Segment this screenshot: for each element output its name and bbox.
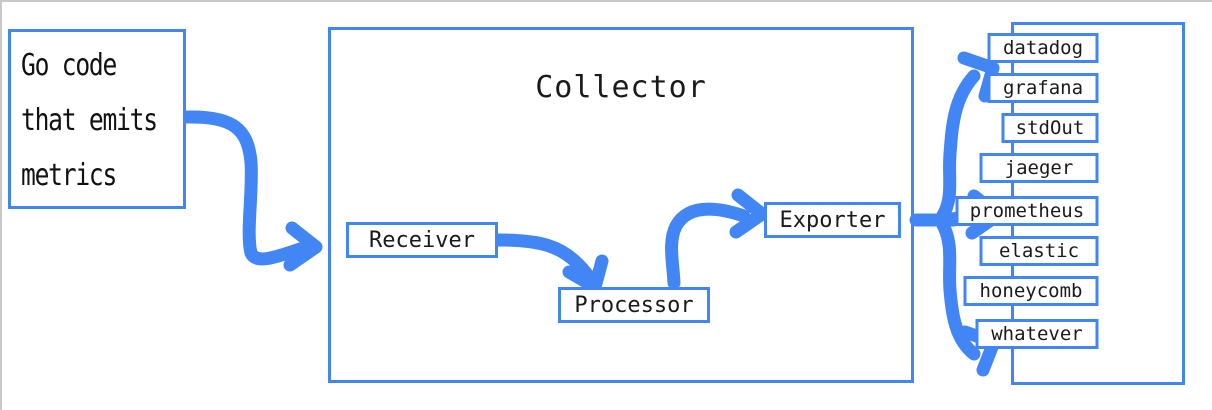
arrow-source-to-receiver: [181, 110, 323, 272]
exporter-node: Exporter: [764, 202, 901, 238]
destination-item[interactable]: elastic: [979, 236, 1099, 266]
collector-box: [328, 27, 914, 383]
source-line-1: Go code: [21, 48, 117, 83]
source-line-3: metrics: [21, 158, 117, 193]
destinations-list: datadog grafana stdOut jaeger prometheus elas…: [955, 22, 1185, 385]
destination-item[interactable]: honeycomb: [963, 276, 1099, 306]
processor-node: Processor: [558, 287, 710, 323]
destination-item[interactable]: grafana: [987, 73, 1099, 103]
source-line-2: that emits: [21, 103, 158, 138]
destination-item[interactable]: prometheus: [955, 196, 1099, 226]
collector-title: Collector: [535, 70, 707, 105]
receiver-node: Receiver: [346, 222, 498, 258]
destination-item[interactable]: stdOut: [1001, 113, 1099, 143]
destination-item[interactable]: whatever: [975, 319, 1099, 349]
destination-item[interactable]: jaeger: [979, 153, 1099, 183]
go-code-source-box: Go code that emits metrics: [8, 29, 186, 209]
destination-item[interactable]: datadog: [987, 33, 1099, 63]
